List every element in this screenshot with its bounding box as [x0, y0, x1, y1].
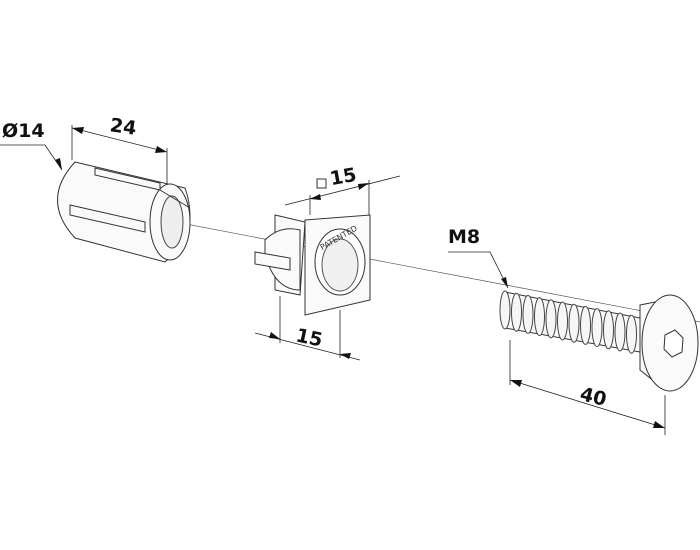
thread-ridge: [511, 292, 522, 332]
thread-ridge: [534, 297, 545, 337]
nut-square-label: 15: [328, 163, 359, 191]
thread-ridge: [580, 305, 591, 345]
thread-ridge: [522, 294, 534, 334]
bolt-thread-label: M8: [448, 226, 481, 248]
hex-socket-icon: [663, 329, 684, 358]
thread-ridge: [591, 308, 603, 348]
sleeve-part: [57, 161, 191, 263]
thread-ridge: [626, 314, 637, 354]
thread-ridge: [499, 290, 511, 330]
thread-ridge: [557, 301, 568, 341]
sleeve-diameter-label: Ø14: [2, 120, 45, 142]
square-symbol-icon: [316, 178, 327, 189]
sleeve-length-label: 24: [108, 114, 138, 140]
thread-ridge: [568, 303, 580, 343]
dimension-lines: [0, 125, 666, 435]
bolt-part: [499, 290, 699, 392]
thread-ridge: [545, 299, 557, 339]
thread-ridge: [603, 310, 614, 350]
square-nut-part: PATENTED: [254, 214, 371, 316]
thread-ridge: [614, 312, 626, 352]
